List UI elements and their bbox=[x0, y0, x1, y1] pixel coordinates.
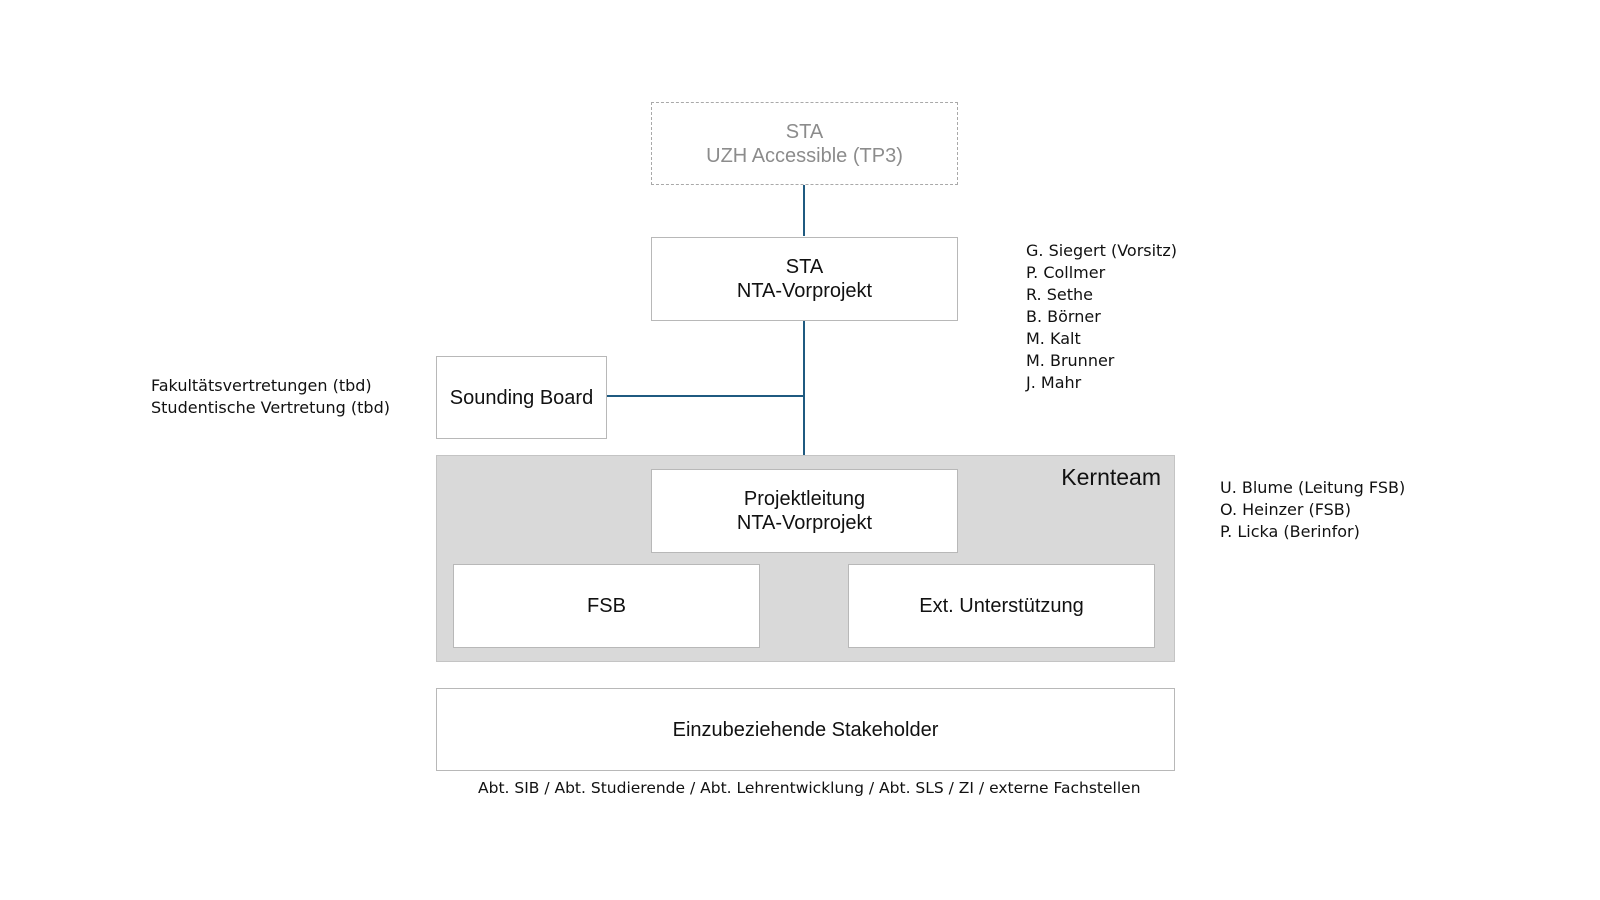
ext-unterstuetzung-box: Ext. Unterstützung bbox=[848, 564, 1155, 648]
sta-member: R. Sethe bbox=[1026, 285, 1093, 304]
sta-members-list: G. Siegert (Vorsitz) P. Collmer R. Sethe… bbox=[1026, 240, 1177, 394]
projektleitung-box: Projektleitung NTA-Vorprojekt bbox=[651, 469, 958, 553]
ext-unterstuetzung-label: Ext. Unterstützung bbox=[919, 595, 1084, 617]
connector-top-to-sta bbox=[803, 184, 805, 236]
kernteam-member: O. Heinzer (FSB) bbox=[1220, 500, 1352, 519]
fsb-box: FSB bbox=[453, 564, 760, 648]
sta-uzh-accessible-box: STA UZH Accessible (TP3) bbox=[651, 102, 958, 185]
projektleitung-line2: NTA-Vorprojekt bbox=[736, 512, 873, 534]
stakeholder-label: Einzubeziehende Stakeholder bbox=[672, 718, 939, 741]
sta-nta-line1: STA bbox=[785, 256, 824, 278]
sta-uzh-accessible-line1: STA bbox=[785, 120, 824, 143]
sta-member: B. Börner bbox=[1026, 307, 1101, 326]
connector-sounding-board bbox=[606, 395, 805, 397]
fsb-label: FSB bbox=[587, 595, 626, 617]
sta-member: P. Collmer bbox=[1026, 263, 1106, 282]
sounding-board-member: Fakultätsvertretungen (tbd) bbox=[151, 376, 372, 395]
sounding-board-member: Studentische Vertretung (tbd) bbox=[151, 398, 390, 417]
stakeholder-box: Einzubeziehende Stakeholder bbox=[436, 688, 1175, 771]
sta-uzh-accessible-line2: UZH Accessible (TP3) bbox=[706, 144, 903, 167]
kernteam-members: U. Blume (Leitung FSB) O. Heinzer (FSB) … bbox=[1220, 477, 1405, 543]
sta-nta-vorprojekt-box: STA NTA-Vorprojekt bbox=[651, 237, 958, 321]
stakeholder-note: Abt. SIB / Abt. Studierende / Abt. Lehre… bbox=[478, 779, 1141, 797]
sounding-board-members: Fakultätsvertretungen (tbd) Studentische… bbox=[151, 375, 390, 419]
sta-member: M. Kalt bbox=[1026, 329, 1081, 348]
sta-member: M. Brunner bbox=[1026, 351, 1115, 370]
sta-member: G. Siegert (Vorsitz) bbox=[1026, 241, 1177, 260]
kernteam-member: P. Licka (Berinfor) bbox=[1220, 522, 1360, 541]
sounding-board-label: Sounding Board bbox=[449, 386, 594, 409]
sta-member: J. Mahr bbox=[1026, 373, 1082, 392]
projektleitung-line1: Projektleitung bbox=[743, 488, 866, 510]
sounding-board-box: Sounding Board bbox=[436, 356, 607, 439]
sta-nta-line2: NTA-Vorprojekt bbox=[736, 280, 873, 302]
kernteam-member: U. Blume (Leitung FSB) bbox=[1220, 478, 1406, 497]
kernteam-title: Kernteam bbox=[1061, 464, 1161, 490]
